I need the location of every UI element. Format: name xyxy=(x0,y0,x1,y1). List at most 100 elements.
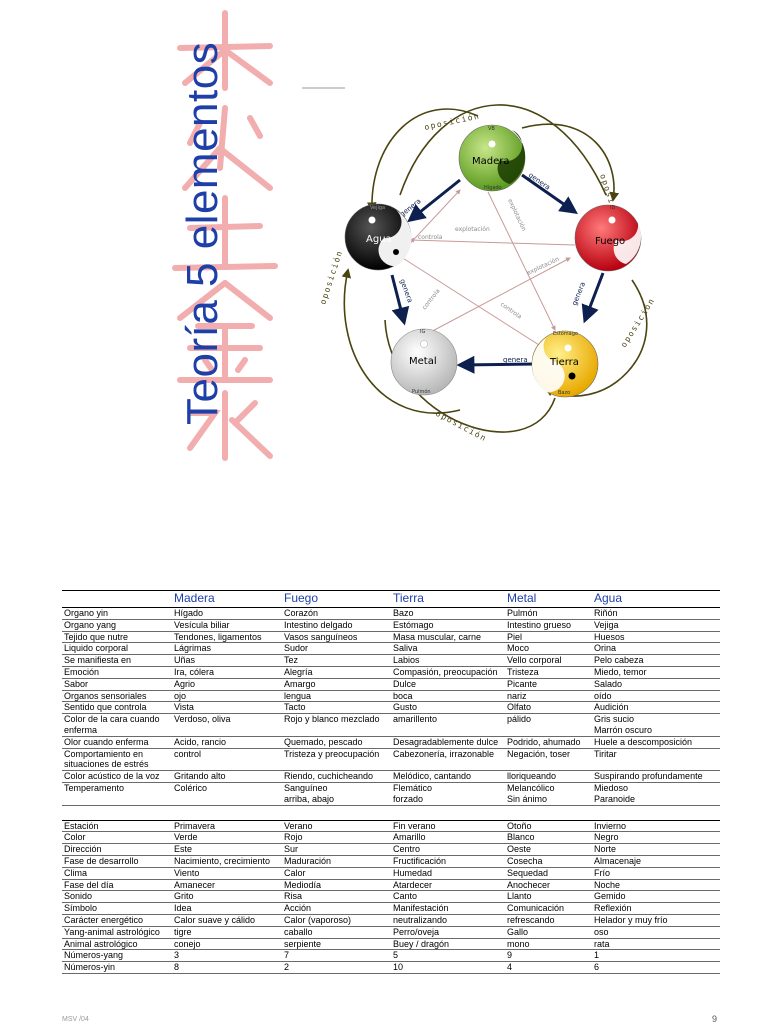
table-cell: Verdoso, oliva xyxy=(172,713,282,737)
table-cell: Tristeza y preocupación xyxy=(282,748,391,772)
table-cell: conejo xyxy=(172,938,282,951)
table-cell: oso xyxy=(592,926,720,939)
table-cell: Cabezonería, irrazonable xyxy=(391,748,505,772)
metal-top-label: IG xyxy=(420,329,425,335)
row-label: Olor cuando enferma xyxy=(62,736,172,749)
table-cell: Melódico, cantando xyxy=(391,770,505,783)
table-cell: 6 xyxy=(592,961,720,974)
column-header: Madera xyxy=(172,590,282,608)
table-cell: Reflexión xyxy=(592,902,720,915)
table-cell: Picante xyxy=(505,678,592,691)
table-cell: 2 xyxy=(282,961,391,974)
table-cell: Masa muscular, carne xyxy=(391,631,505,644)
table-cell: Fructificación xyxy=(391,855,505,868)
table-cell: Labios xyxy=(391,654,505,667)
table-cell: Riendo, cuchicheando xyxy=(282,770,391,783)
table-cell: Tendones, ligamentos xyxy=(172,631,282,644)
table-cell: Tristeza xyxy=(505,666,592,679)
five-elements-diagram: oposición oposición oposición oposición … xyxy=(302,87,657,443)
table-cell: Calor suave y cálido xyxy=(172,914,282,927)
table-cell: Calor xyxy=(282,867,391,880)
table-cell: Bazo xyxy=(391,607,505,620)
row-label: Color acústico de la voz xyxy=(62,770,172,783)
row-label: Carácter energético xyxy=(62,914,172,927)
table-cell: Piel xyxy=(505,631,592,644)
table-cell: Miedoso Paranoide xyxy=(592,782,720,806)
table-cell: Gallo xyxy=(505,926,592,939)
madera-bottom-label: Hígado xyxy=(484,184,502,191)
table-cell: 3 xyxy=(172,949,282,963)
row-label: Sabor xyxy=(62,678,172,691)
table-cell: Lágrimas xyxy=(172,642,282,656)
table-cell: Otoño xyxy=(505,820,592,833)
agua-label: Agua xyxy=(366,234,392,245)
table-cell: 5 xyxy=(391,949,505,963)
table-cell: Canto xyxy=(391,890,505,904)
table-cell: Olfato xyxy=(505,701,592,715)
row-label: Organos sensoriales xyxy=(62,690,172,703)
gap-cell xyxy=(505,805,592,821)
table-cell: rata xyxy=(592,938,720,951)
row-label: Dirección xyxy=(62,843,172,856)
table-cell: refrescando xyxy=(505,914,592,927)
table-cell: Invierno xyxy=(592,820,720,833)
table-cell: Acido, rancio xyxy=(172,736,282,749)
table-cell: Idea xyxy=(172,902,282,915)
table-cell: Grito xyxy=(172,890,282,904)
agua-top-label: Vejiga xyxy=(370,205,385,211)
row-label: Yang-animal astrológico xyxy=(62,926,172,939)
table-cell: Huesos xyxy=(592,631,720,644)
table-cell: Vesícula biliar xyxy=(172,619,282,632)
table-cell: Dulce xyxy=(391,678,505,691)
table-cell: Gris sucio Marrón oscuro xyxy=(592,713,720,737)
fuego-top-label: ID xyxy=(610,205,615,211)
genera-label-4: genera xyxy=(503,356,528,364)
table-cell: Maduración xyxy=(282,855,391,868)
tierra-top-label: Estómago xyxy=(553,330,578,337)
table-cell: Sur xyxy=(282,843,391,856)
row-label: Animal astrológico xyxy=(62,938,172,951)
row-label: Emoción xyxy=(62,666,172,679)
table-cell: amarillento xyxy=(391,713,505,737)
row-label: Organo yang xyxy=(62,619,172,632)
table-cell: boca xyxy=(391,690,505,703)
explotacion-label-3: explotación xyxy=(506,198,527,233)
table-cell: Verano xyxy=(282,820,391,833)
table-cell: Agrio xyxy=(172,678,282,691)
table-cell: Uñas xyxy=(172,654,282,667)
row-label: Liquido corporal xyxy=(62,642,172,656)
row-label: Sonido xyxy=(62,890,172,904)
table-cell: Corazón xyxy=(282,607,391,620)
table-cell: Vejiga xyxy=(592,619,720,632)
table-cell: Tez xyxy=(282,654,391,667)
node-fuego: Fuego xyxy=(574,204,642,272)
table-cell: 1 xyxy=(592,949,720,963)
table-cell: Primavera xyxy=(172,820,282,833)
node-madera: Madera xyxy=(458,124,526,192)
table-cell: Gemido xyxy=(592,890,720,904)
table-cell: Este xyxy=(172,843,282,856)
table-cell: Comunicación xyxy=(505,902,592,915)
table-cell: lloriqueando xyxy=(505,770,592,783)
table-cell: Manifestación xyxy=(391,902,505,915)
table-cell: caballo xyxy=(282,926,391,939)
table-cell: control xyxy=(172,748,282,772)
table-cell: Humedad xyxy=(391,867,505,880)
row-label: Tejido que nutre xyxy=(62,631,172,644)
gap-cell xyxy=(172,805,282,821)
table-cell: Gritando alto xyxy=(172,770,282,783)
controla-label-1: controla xyxy=(418,234,443,241)
table-cell: Oeste xyxy=(505,843,592,856)
